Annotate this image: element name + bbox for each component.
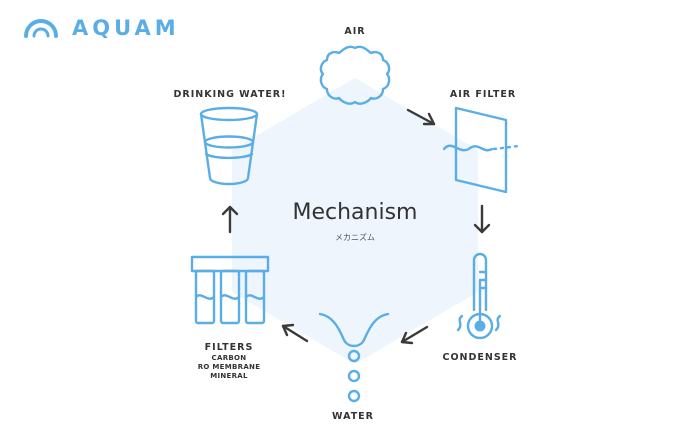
label-filters: FILTERS: [204, 342, 254, 353]
filters-sub-carbon: CARBON: [211, 354, 247, 362]
air-filter-icon: [442, 106, 520, 194]
label-water: WATER: [332, 411, 374, 422]
filters-cartridges-icon: [190, 255, 270, 325]
air-cloud-icon: [319, 45, 391, 105]
label-condenser: CONDENSER: [442, 352, 518, 363]
water-drops-icon: [318, 312, 390, 403]
diagram-title: Mechanism: [292, 200, 418, 225]
label-drinking-water: DRINKING WATER!: [173, 89, 287, 100]
label-air-filter: AIR FILTER: [449, 89, 517, 100]
condenser-thermometer-icon: [456, 252, 502, 340]
filters-sub-mineral: MINERAL: [210, 372, 248, 380]
drinking-glass-icon: [199, 106, 259, 186]
diagram-subtitle: メカニズム: [335, 233, 375, 242]
aquam-logo-icon: [24, 19, 58, 38]
filters-sub-ro-membrane: RO MEMBRANE: [197, 363, 261, 371]
label-air: AIR: [344, 26, 366, 37]
brand-header: AQUAM: [24, 16, 180, 40]
brand-name: AQUAM: [72, 16, 180, 40]
